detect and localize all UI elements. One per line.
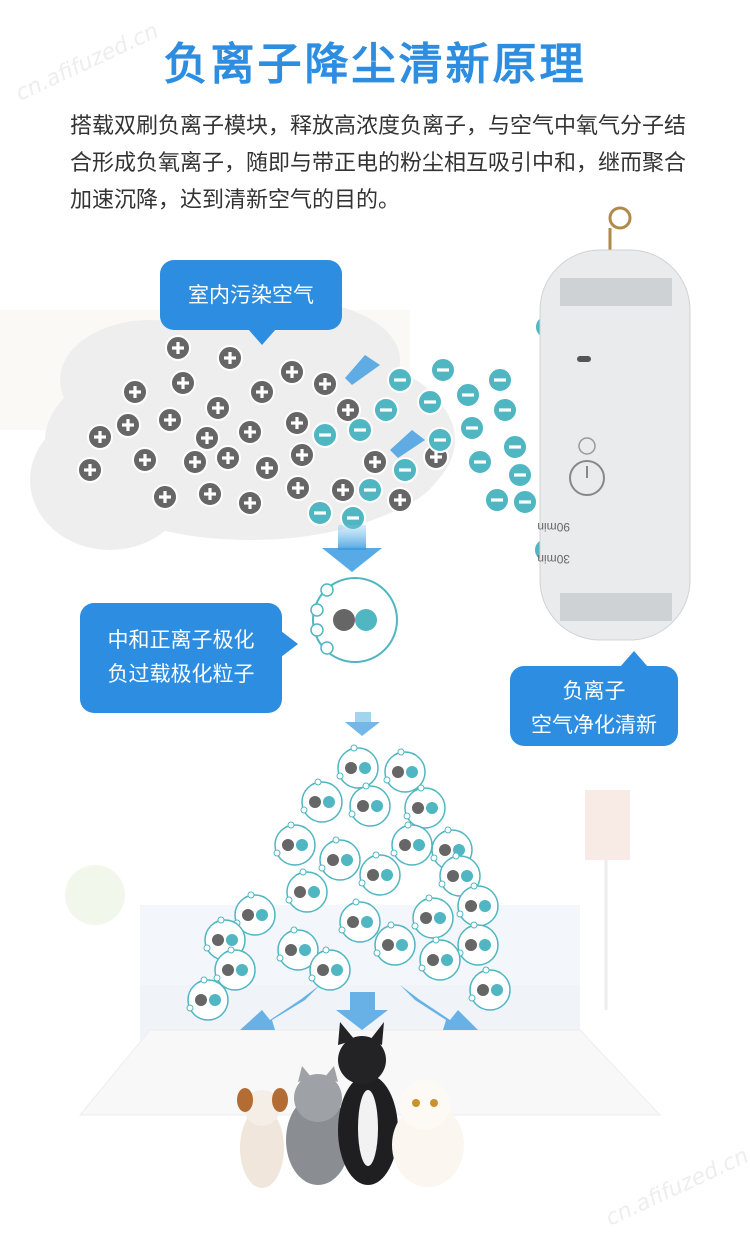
arrow-icon [345,355,380,385]
callout-indoor-air-text: 室内污染空气 [188,283,314,307]
callout-indoor-air: 室内污染空气 [160,260,342,345]
callout-anion-line2: 空气净化清新 [531,713,657,737]
pets-group [237,1022,464,1188]
callout-anion: 负离子 空气净化清新 [510,651,678,746]
arrow-icon [390,430,425,458]
purifier-device [539,206,691,641]
callout-neutralize-line1: 中和正离子极化 [107,628,255,652]
spread-arrows [240,985,478,1030]
callout-neutralize-line2: 负过载极化粒子 [107,662,255,686]
neutral-cluster [310,577,398,663]
device-label-90: 90min [537,520,570,534]
callout-neutralize: 中和正离子极化 负过载极化粒子 [80,603,298,713]
down-arrow-icon [322,525,382,572]
callout-anion-line1: 负离子 [562,679,626,703]
device-label-30: 30min [537,552,570,566]
description-text: 搭载双刷负离子模块，释放高浓度负离子，与空气中氧气分子结合形成负氧离子，随即与带… [70,114,687,213]
down-arrow-icon [345,712,380,736]
page-title: 负离子降尘清新原理 [163,39,587,90]
